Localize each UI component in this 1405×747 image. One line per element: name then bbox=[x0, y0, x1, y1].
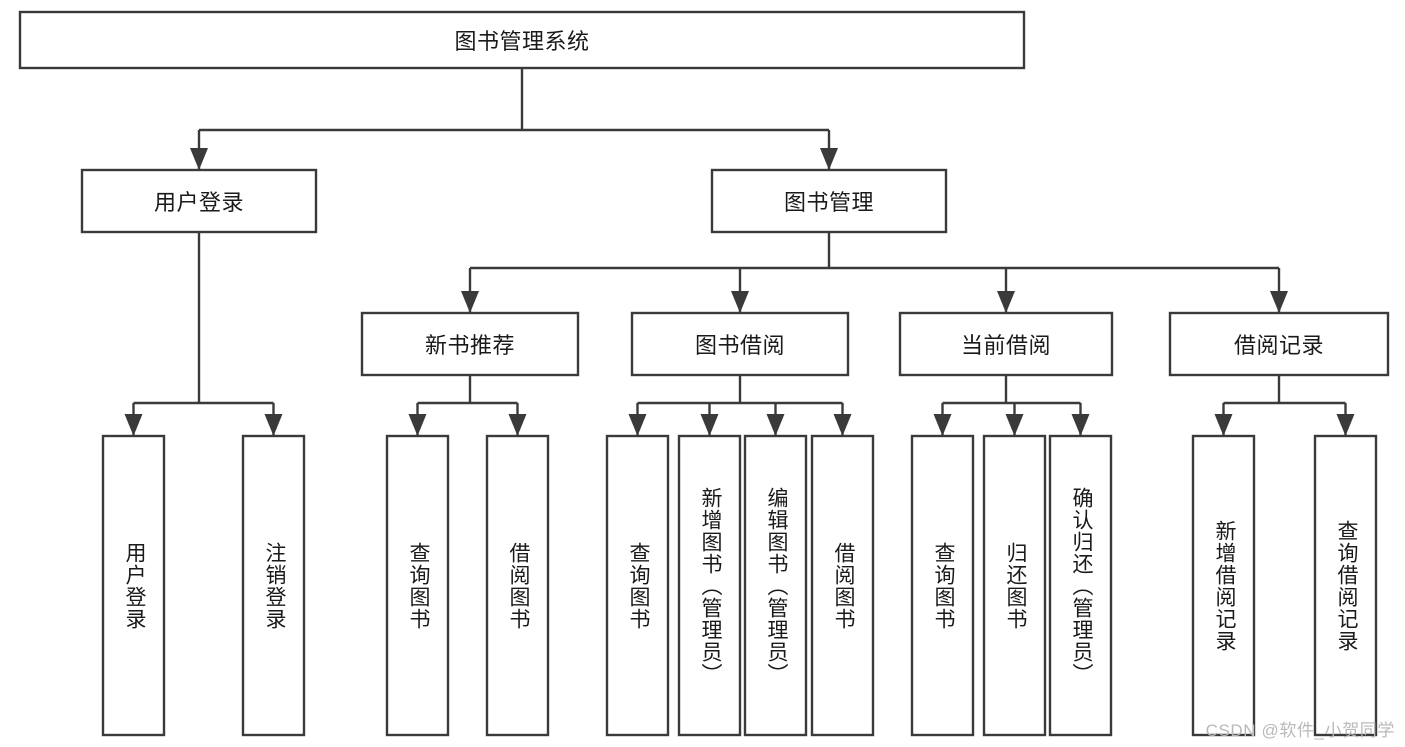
node-box-leaf-add-book[interactable] bbox=[677, 434, 742, 737]
arrowhead-book-management-0 bbox=[461, 291, 479, 313]
arrowhead-book-management-1 bbox=[731, 291, 749, 313]
arrowhead-book-borrow-2 bbox=[766, 414, 785, 436]
arrowhead-root-0 bbox=[190, 148, 208, 170]
node-box-leaf-user-login[interactable] bbox=[101, 434, 166, 737]
node-box-leaf-confirm-return[interactable] bbox=[1048, 434, 1113, 737]
node-box-book-borrow[interactable] bbox=[630, 311, 850, 377]
node-box-leaf-edit-book[interactable] bbox=[743, 434, 808, 737]
node-box-leaf-add-borrow-record[interactable] bbox=[1191, 434, 1256, 737]
arrowhead-user-login-0 bbox=[124, 414, 143, 436]
arrowhead-book-management-2 bbox=[997, 291, 1015, 313]
arrowhead-book-borrow-1 bbox=[700, 414, 719, 436]
node-box-book-management[interactable] bbox=[710, 168, 948, 234]
arrowhead-current-borrow-2 bbox=[1071, 414, 1090, 436]
arrowhead-borrow-record-1 bbox=[1336, 414, 1355, 436]
arrowhead-book-management-3 bbox=[1270, 291, 1288, 313]
edges-layer bbox=[124, 68, 1355, 436]
node-box-leaf-borrow-book[interactable] bbox=[810, 434, 875, 737]
node-box-root[interactable] bbox=[18, 10, 1026, 70]
node-box-leaf-borrow-book-recommend[interactable] bbox=[485, 434, 550, 737]
arrowhead-new-book-recommend-1 bbox=[508, 414, 527, 436]
node-box-leaf-query-book-recommend[interactable] bbox=[385, 434, 450, 737]
boxes-layer bbox=[18, 10, 1390, 737]
node-box-leaf-query-book-current[interactable] bbox=[910, 434, 975, 737]
arrowhead-user-login-1 bbox=[264, 414, 283, 436]
node-box-leaf-query-borrow-record[interactable] bbox=[1313, 434, 1378, 737]
arrowhead-root-1 bbox=[820, 148, 838, 170]
arrowhead-current-borrow-0 bbox=[933, 414, 952, 436]
arrowhead-current-borrow-1 bbox=[1005, 414, 1024, 436]
node-box-leaf-logout[interactable] bbox=[241, 434, 306, 737]
arrowhead-new-book-recommend-0 bbox=[408, 414, 427, 436]
node-box-user-login[interactable] bbox=[80, 168, 318, 234]
arrowhead-book-borrow-0 bbox=[628, 414, 647, 436]
node-box-new-book-recommend[interactable] bbox=[360, 311, 580, 377]
node-box-leaf-query-book-borrow[interactable] bbox=[605, 434, 670, 737]
arrowhead-book-borrow-3 bbox=[833, 414, 852, 436]
node-box-current-borrow[interactable] bbox=[898, 311, 1114, 377]
node-box-leaf-return-book[interactable] bbox=[982, 434, 1047, 737]
arrowhead-borrow-record-0 bbox=[1214, 414, 1233, 436]
node-box-borrow-record[interactable] bbox=[1168, 311, 1390, 377]
